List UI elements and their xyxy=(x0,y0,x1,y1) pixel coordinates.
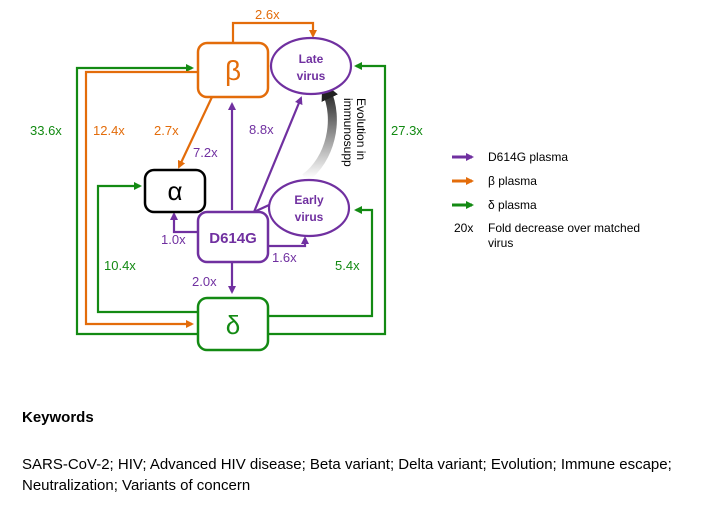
legend-label-delta: δ plasma xyxy=(488,198,537,212)
beta-node xyxy=(196,41,270,99)
fold-delta-to-late: 27.3x xyxy=(391,123,423,138)
fold-labels: 2.6x 33.6x 12.4x 2.7x 7.2x 8.8x 1.0x 1.6… xyxy=(30,7,423,289)
delta-node-label: δ xyxy=(226,310,240,340)
arrow-delta-to-late xyxy=(268,62,387,336)
arrow-d614g-to-late xyxy=(252,96,303,213)
fold-d614g-to-alpha: 1.0x xyxy=(161,232,186,247)
legend-fold-text-1: Fold decrease over matched xyxy=(488,221,640,235)
variant-neutralization-diagram: β α D614G δ Late virus Early virus 2.6x … xyxy=(30,7,640,352)
legend-fold-text-2: virus xyxy=(488,236,513,250)
fold-beta-to-late: 2.6x xyxy=(255,7,280,22)
legend-label-d614g: D614G plasma xyxy=(488,150,568,164)
alpha-node-label: α xyxy=(167,176,182,206)
keywords-title: Keywords xyxy=(22,409,94,426)
fold-d614g-to-beta: 7.2x xyxy=(193,145,218,160)
fold-beta-to-alpha: 2.7x xyxy=(154,123,179,138)
fold-delta-to-alpha: 10.4x xyxy=(104,258,136,273)
beta-node-label: β xyxy=(225,55,241,86)
evolution-label-2: immunosupp xyxy=(341,98,355,167)
late-virus-label-2: virus xyxy=(297,69,326,83)
evolution-arrow xyxy=(302,81,338,182)
delta-node xyxy=(196,296,270,352)
fold-delta-to-beta: 33.6x xyxy=(30,123,62,138)
evolution-label: Evolution in immunosupp xyxy=(341,98,368,167)
fold-d614g-to-delta: 2.0x xyxy=(192,274,217,289)
keywords-text: SARS-CoV-2; HIV; Advanced HIV disease; B… xyxy=(22,456,672,494)
arrow-beta-to-delta xyxy=(84,70,198,328)
legend: D614G plasma β plasma δ plasma 20x Fold … xyxy=(452,150,640,250)
beta-plasma-arrows xyxy=(84,21,317,328)
fold-beta-self-left: 12.4x xyxy=(93,123,125,138)
early-virus-node xyxy=(267,178,351,238)
arrow-beta-to-late xyxy=(231,21,317,42)
fold-d614g-to-late: 8.8x xyxy=(249,122,274,137)
alpha-node xyxy=(143,168,207,214)
fold-d614g-to-early: 1.6x xyxy=(272,250,297,265)
early-virus-label-1: Early xyxy=(294,193,324,207)
evolution-label-1: Evolution in xyxy=(354,98,368,160)
arrow-d614g-to-early xyxy=(268,236,309,248)
arrow-delta-to-alpha xyxy=(96,182,198,314)
arrow-d614g-to-alpha xyxy=(170,212,198,234)
late-virus-node xyxy=(269,36,353,96)
late-virus-label-1: Late xyxy=(299,52,324,66)
arrow-delta-to-early xyxy=(268,206,374,318)
fold-delta-to-early: 5.4x xyxy=(335,258,360,273)
delta-plasma-arrows xyxy=(75,62,387,336)
legend-label-beta: β plasma xyxy=(488,174,537,188)
early-virus-label-2: virus xyxy=(295,210,324,224)
arrow-beta-to-alpha xyxy=(177,96,213,169)
arrow-delta-to-beta xyxy=(75,64,198,336)
d614g-node xyxy=(196,210,270,264)
d614g-node-label: D614G xyxy=(209,230,257,247)
legend-fold-key: 20x xyxy=(454,221,473,235)
